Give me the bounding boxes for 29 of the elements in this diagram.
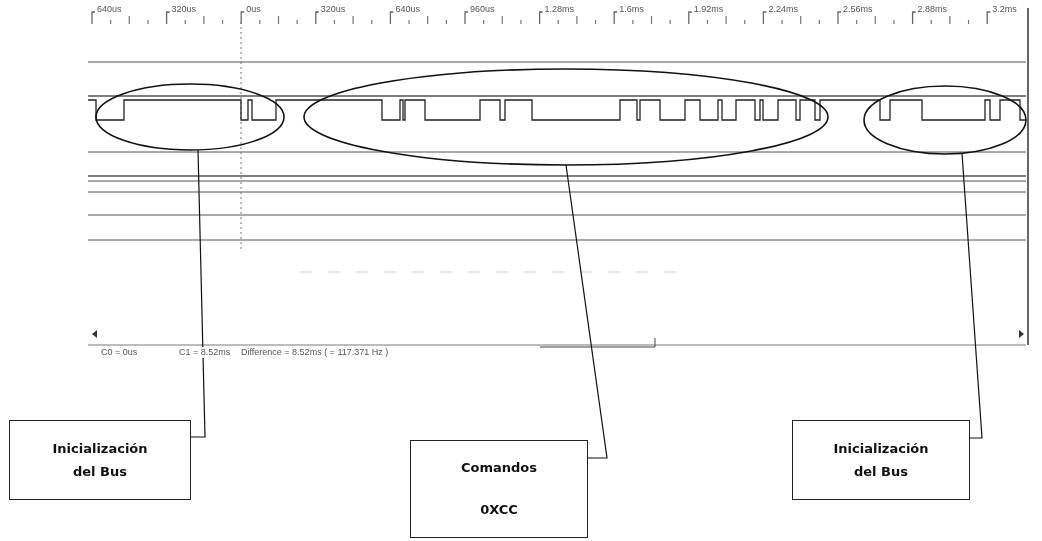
callout-box: [9, 420, 191, 500]
callout-text: 0XCC: [480, 501, 518, 520]
leader-line: [190, 149, 206, 438]
time-tick-label: 640us: [96, 4, 123, 15]
time-tick-label: 320us: [170, 4, 198, 15]
highlight-ellipse: [862, 84, 1028, 156]
highlight-ellipse: [94, 82, 286, 152]
highlight-ellipse: [302, 67, 830, 167]
time-tick-label: 2.24ms: [767, 4, 799, 15]
time-tick-label: 1.28ms: [543, 4, 576, 15]
callout-box: [792, 420, 970, 500]
time-tick-label: 1.92ms: [692, 4, 725, 15]
time-tick-label: 640us: [394, 4, 421, 15]
callout-text: Comandos: [461, 459, 537, 478]
leader-line: [961, 152, 983, 439]
cursor-readout: C1 = 8.52ms: [178, 347, 232, 358]
time-tick-label: 1.6ms: [618, 4, 645, 15]
leader-line: [565, 164, 608, 459]
cursor-readout: Difference = 8.52ms ( = 117.371 Hz ): [240, 347, 390, 358]
time-tick-label: 2.56ms: [842, 4, 874, 15]
callout-box: [410, 440, 588, 538]
time-tick-label: 2.88ms: [916, 4, 949, 15]
time-tick-label: 320us: [319, 4, 347, 15]
time-tick-label: 0us: [245, 4, 262, 15]
time-tick-label: 3.2ms: [991, 4, 1018, 15]
time-tick-label: 960us: [469, 4, 496, 15]
callout-text: Inicialización del Bus: [832, 439, 930, 481]
callout-text: Inicialización del Bus: [51, 439, 149, 481]
cursor-readout: C0 = 0us: [100, 347, 139, 358]
